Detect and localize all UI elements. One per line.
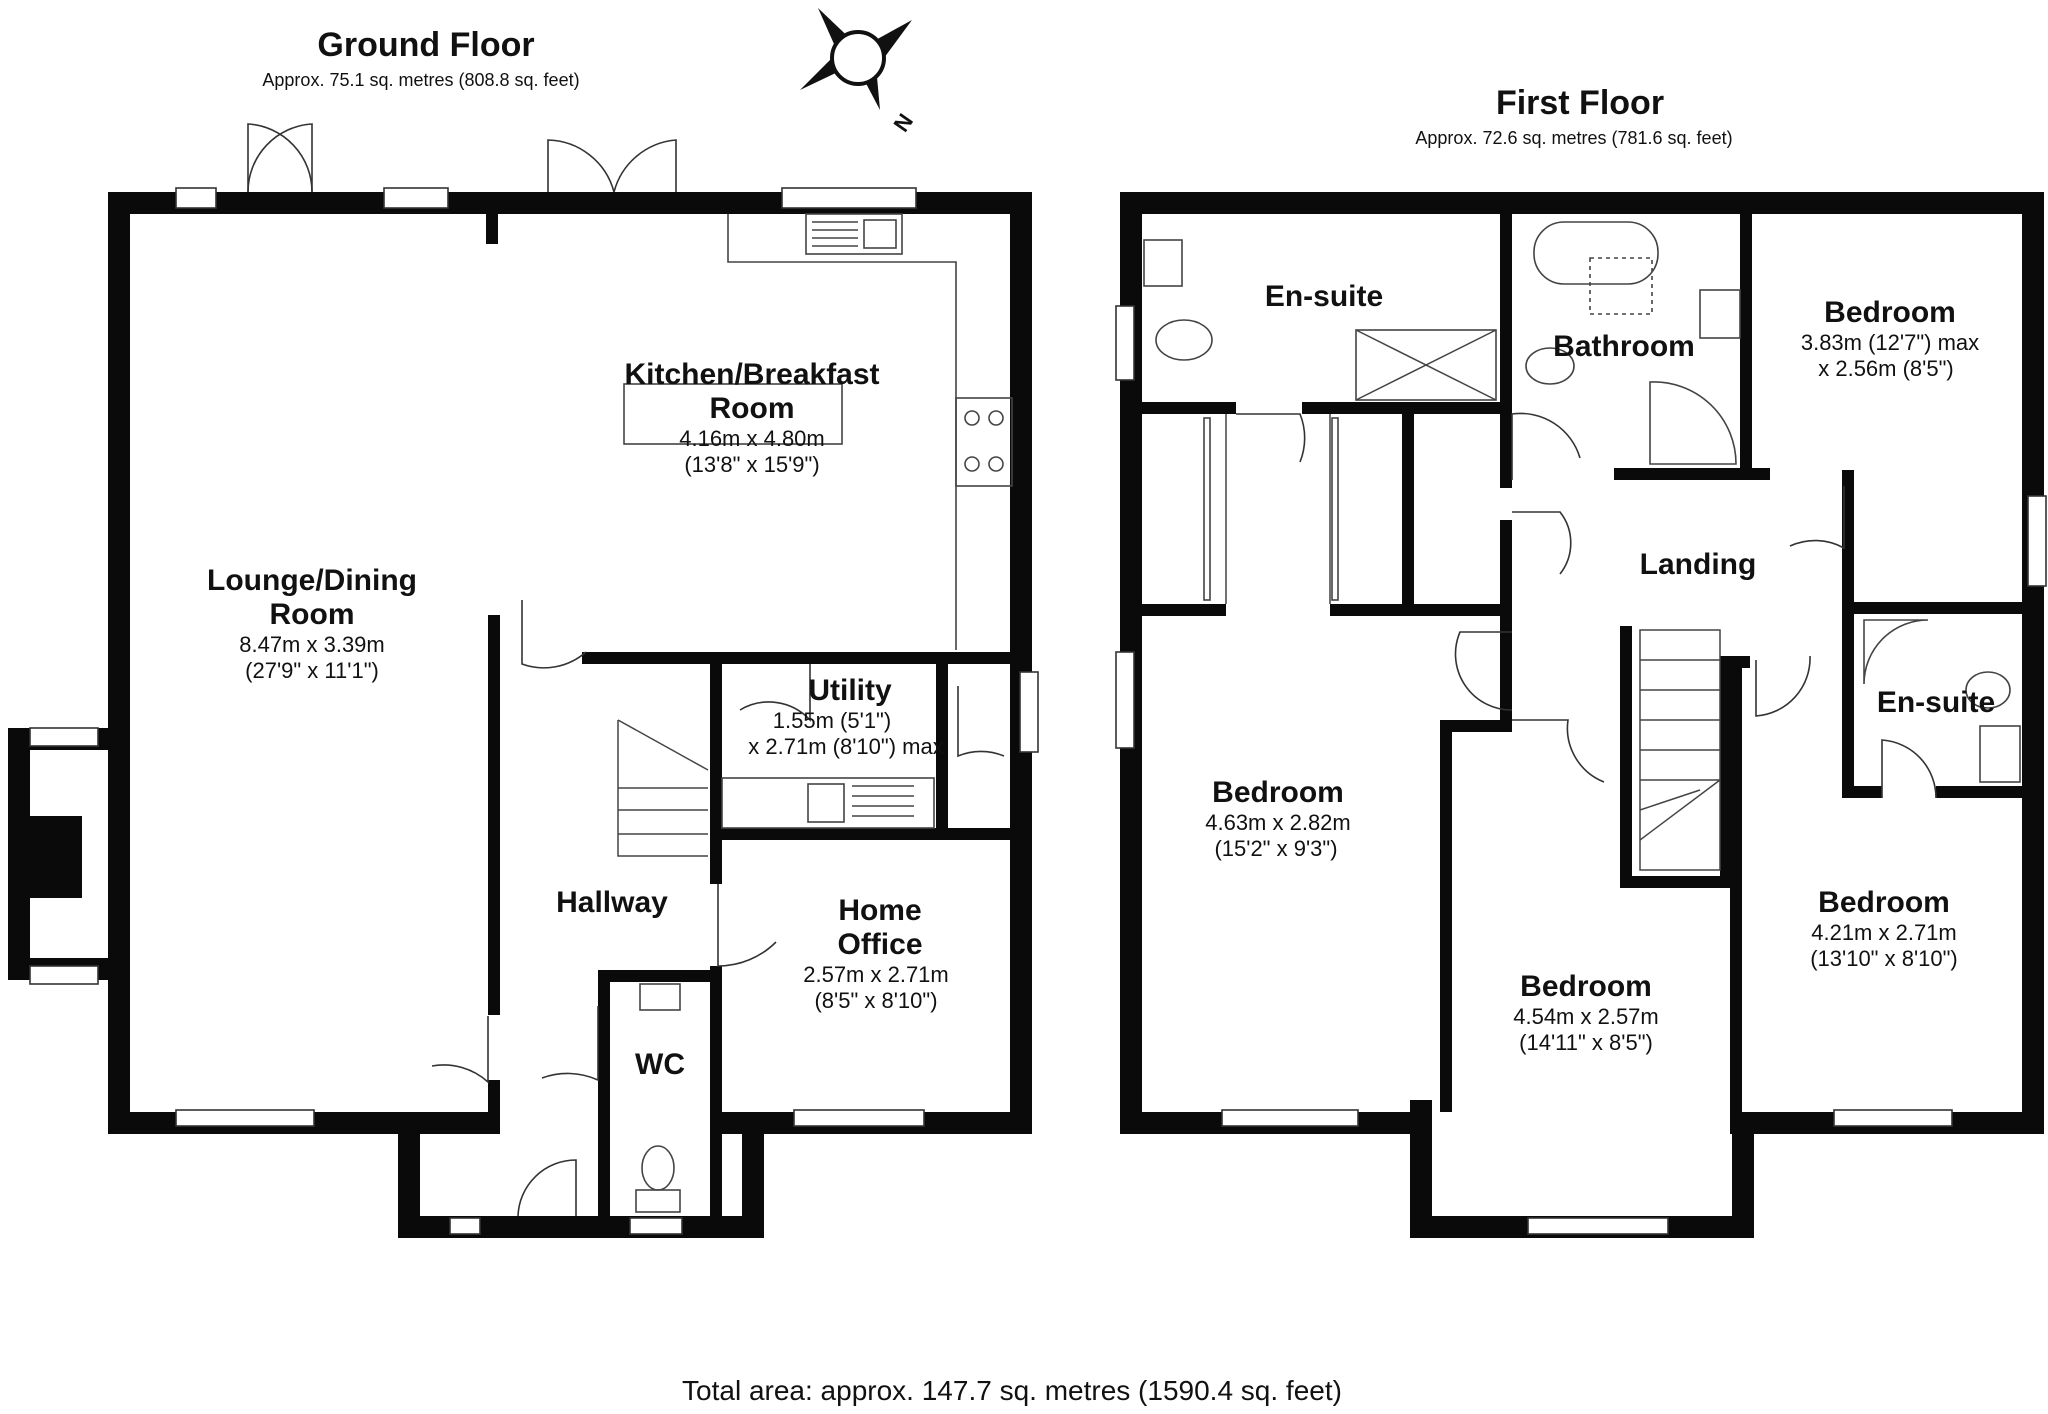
ensuite2-fixtures bbox=[1863, 619, 2021, 783]
wc-name: WC bbox=[635, 1048, 685, 1081]
ground-floor-doors bbox=[247, 123, 1005, 1217]
compass-north-label: N bbox=[889, 109, 919, 136]
first-floor-title: First Floor bbox=[1496, 84, 1664, 122]
lounge-dims-imperial: (27'9" x 11'1") bbox=[245, 658, 379, 683]
ensuite2-name: En-suite bbox=[1877, 686, 1995, 719]
ensuite1-fixtures bbox=[1143, 239, 1497, 401]
first-floor-windows bbox=[1115, 305, 2047, 1235]
bedroom-ne-dims-line2: x 2.56m (8'5") bbox=[1818, 356, 1954, 381]
bedroom-s-label: Bedroom 4.54m x 2.57m (14'11" x 8'5") bbox=[1513, 970, 1659, 1055]
bedroom-s-name: Bedroom bbox=[1520, 970, 1652, 1003]
office-dims-metric: 2.57m x 2.71m bbox=[803, 962, 949, 987]
ground-floor-windows bbox=[29, 187, 1039, 1235]
first-floor-area: Approx. 72.6 sq. metres (781.6 sq. feet) bbox=[1415, 128, 1732, 148]
kitchen-units bbox=[623, 213, 1013, 650]
hallway-name: Hallway bbox=[556, 886, 668, 919]
utility-dims-line1: 1.55m (5'1") bbox=[773, 708, 891, 733]
bedroom-s-dims-imperial: (14'11" x 8'5") bbox=[1519, 1030, 1653, 1055]
compass-icon: N bbox=[800, 8, 918, 136]
bedroom-e-dims-metric: 4.21m x 2.71m bbox=[1811, 920, 1957, 945]
ensuite1-name: En-suite bbox=[1265, 280, 1383, 313]
utility-name: Utility bbox=[808, 674, 892, 707]
office-name-line2: Office bbox=[837, 928, 922, 961]
kitchen-dims-imperial: (13'8" x 15'9") bbox=[684, 452, 819, 477]
kitchen-dims-metric: 4.16m x 4.80m bbox=[679, 426, 825, 451]
bedroom-e-label: Bedroom 4.21m x 2.71m (13'10" x 8'10") bbox=[1810, 886, 1958, 971]
lounge-dims-metric: 8.47m x 3.39m bbox=[239, 632, 385, 657]
total-area: Total area: approx. 147.7 sq. metres (15… bbox=[682, 1375, 1342, 1406]
landing-stairs bbox=[1639, 629, 1721, 871]
bathroom-fixtures bbox=[1525, 221, 1741, 465]
bedroom-ne-label: Bedroom 3.83m (12'7") max x 2.56m (8'5") bbox=[1801, 296, 1979, 381]
bedroom-s-dims-metric: 4.54m x 2.57m bbox=[1513, 1004, 1659, 1029]
utility-units bbox=[721, 777, 935, 829]
lounge-name-line2: Room bbox=[270, 598, 355, 631]
office-dims-imperial: (8'5" x 8'10") bbox=[814, 988, 937, 1013]
bedroom-ne-name: Bedroom bbox=[1824, 296, 1956, 329]
bedroom-w-dims-metric: 4.63m x 2.82m bbox=[1205, 810, 1351, 835]
lounge-name-line1: Lounge/Dining bbox=[207, 564, 417, 597]
bedroom-w-name: Bedroom bbox=[1212, 776, 1344, 809]
utility-dims-line2: x 2.71m (8'10") max bbox=[748, 734, 943, 759]
bathroom-name: Bathroom bbox=[1553, 330, 1695, 363]
utility-label: Utility 1.55m (5'1") x 2.71m (8'10") max bbox=[748, 674, 943, 759]
ground-floor-title: Ground Floor bbox=[317, 26, 534, 64]
bedroom-e-name: Bedroom bbox=[1818, 886, 1950, 919]
first-floor-doors bbox=[1236, 412, 1937, 799]
wardrobe-fixtures bbox=[1203, 414, 1339, 604]
hallway-stairs bbox=[617, 719, 709, 857]
kitchen-name-line1: Kitchen/Breakfast bbox=[624, 358, 879, 391]
kitchen-name-line2: Room bbox=[710, 392, 795, 425]
bedroom-e-dims-imperial: (13'10" x 8'10") bbox=[1810, 946, 1958, 971]
bedroom-ne-dims-line1: 3.83m (12'7") max bbox=[1801, 330, 1979, 355]
office-label: Home Office 2.57m x 2.71m (8'5" x 8'10") bbox=[803, 894, 949, 1013]
kitchen-label: Kitchen/Breakfast Room 4.16m x 4.80m (13… bbox=[624, 358, 879, 477]
wc-fixtures bbox=[635, 983, 681, 1213]
office-name-line1: Home bbox=[838, 894, 921, 927]
bedroom-w-dims-imperial: (15'2" x 9'3") bbox=[1214, 836, 1337, 861]
ground-floor-area: Approx. 75.1 sq. metres (808.8 sq. feet) bbox=[262, 70, 579, 90]
bedroom-w-label: Bedroom 4.63m x 2.82m (15'2" x 9'3") bbox=[1205, 776, 1351, 861]
landing-name: Landing bbox=[1640, 548, 1757, 581]
lounge-label: Lounge/Dining Room 8.47m x 3.39m (27'9" … bbox=[207, 564, 417, 683]
